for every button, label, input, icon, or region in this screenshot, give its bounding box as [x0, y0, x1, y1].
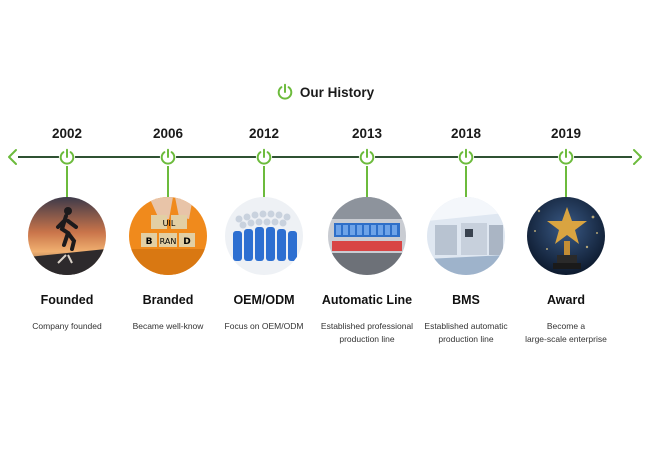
- battery-cells-image: [225, 197, 303, 275]
- event-description: Became well-know: [132, 321, 204, 331]
- battery-production-image: [328, 197, 406, 275]
- timeline-event[interactable]: 2018 BMS Established automatic productio…: [411, 0, 521, 450]
- event-label: Founded: [40, 293, 94, 307]
- event-description: Company founded: [32, 321, 102, 331]
- chevron-right-icon[interactable]: [632, 148, 644, 166]
- timeline-node-icon: [255, 148, 273, 166]
- event-year: 2013: [351, 126, 383, 141]
- event-year: 2002: [51, 126, 83, 141]
- build-brand-blocks-image: UIL B RAN D: [129, 197, 207, 275]
- event-connector: [167, 166, 169, 198]
- factory-lab-image: [427, 197, 505, 275]
- event-label: Branded: [142, 293, 194, 307]
- event-label: BMS: [452, 293, 480, 307]
- runner-sunset-image: [28, 197, 106, 275]
- block-letters: UIL: [163, 219, 176, 228]
- star-trophy-image: [527, 197, 605, 275]
- block-letter: B: [146, 237, 153, 247]
- block-letters: RAN: [160, 237, 177, 246]
- event-description: Established automatic production line: [424, 321, 508, 344]
- event-year: 2019: [550, 126, 582, 141]
- event-connector: [565, 166, 567, 198]
- timeline-event[interactable]: 2013 Automatic Line Established professi…: [312, 0, 422, 450]
- power-icon: [277, 83, 293, 100]
- event-connector: [66, 166, 68, 198]
- event-year: 2018: [450, 126, 482, 141]
- event-label: OEM/ODM: [233, 293, 295, 307]
- event-description: Become a large-scale enterprise: [525, 321, 607, 344]
- event-connector: [465, 166, 467, 198]
- event-year: 2012: [248, 126, 280, 141]
- event-year: 2006: [152, 126, 184, 141]
- chevron-left-icon[interactable]: [6, 148, 18, 166]
- timeline-node-icon: [159, 148, 177, 166]
- timeline-node-icon: [358, 148, 376, 166]
- timeline-event[interactable]: 2002 Founded Company founded: [12, 0, 122, 450]
- section-header: Our History: [0, 83, 650, 101]
- timeline-node-icon: [457, 148, 475, 166]
- event-label: Award: [547, 293, 585, 307]
- timeline-node-icon: [557, 148, 575, 166]
- block-letter: D: [183, 237, 190, 247]
- event-description: Established professional production line: [320, 321, 414, 344]
- event-label: Automatic Line: [321, 293, 413, 307]
- event-connector: [263, 166, 265, 198]
- timeline-node-icon: [58, 148, 76, 166]
- timeline-line: [18, 156, 632, 158]
- page-title: Our History: [299, 84, 375, 100]
- event-connector: [366, 166, 368, 198]
- timeline-event[interactable]: 2012 OEM/ODM Focus on: [209, 0, 319, 450]
- timeline-event[interactable]: 2019 Award Become a large-scale enterpri…: [511, 0, 621, 450]
- timeline-event[interactable]: 2006 UIL B RAN D Branded Became well-kno…: [113, 0, 223, 450]
- event-description: Focus on OEM/ODM: [224, 321, 304, 331]
